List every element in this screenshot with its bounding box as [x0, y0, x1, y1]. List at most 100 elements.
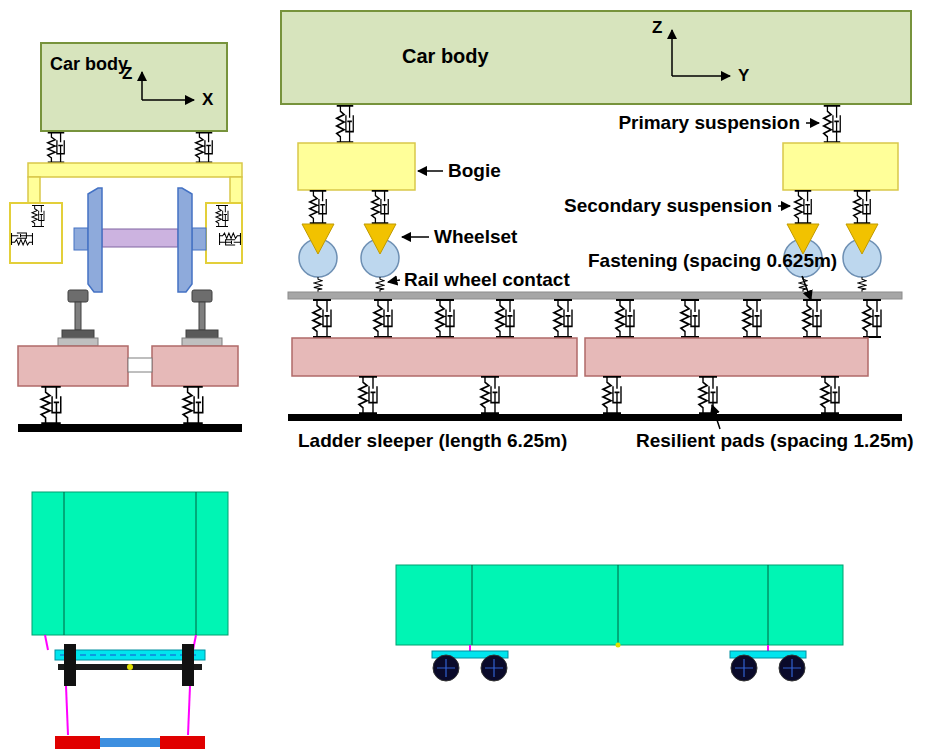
resilient-pad-symbol: [603, 376, 621, 414]
car-body-label: Car body: [50, 54, 128, 75]
fastening-symbol: [743, 299, 761, 338]
leader-arrow: [802, 276, 811, 300]
lateral-suspension-symbol: [11, 233, 33, 245]
axis-arrow: [671, 30, 673, 76]
axis-arrow: [141, 72, 143, 100]
secondary-suspension-symbol: [372, 190, 389, 224]
rail-pad: [58, 338, 98, 346]
fe-mesh-line: [472, 565, 473, 645]
axle-box-triangle: [364, 224, 396, 254]
bogie-label: Bogie: [448, 160, 501, 182]
contact-spring-symbol: [314, 277, 322, 292]
primary-suspension-symbol: [824, 105, 841, 143]
axle-box-triangle: [846, 224, 878, 254]
bogie-frame: [28, 163, 242, 177]
rail-foot: [62, 330, 94, 338]
fastening-symbol: [313, 299, 331, 338]
fe-mesh-line: [768, 565, 769, 645]
bogie-frame: [230, 177, 242, 203]
fastening-symbol: [436, 299, 454, 338]
contact-spring-symbol: [376, 277, 384, 292]
fe-mesh-line: [618, 565, 619, 645]
contact-spring-symbol: [858, 277, 866, 292]
axis-arrow: [142, 99, 194, 101]
suspension-label: Primary suspension: [618, 112, 800, 134]
resilient-pad-symbol: [183, 386, 203, 424]
resilient-pad-symbol: [359, 376, 377, 414]
sleeper: [152, 346, 238, 386]
fe-spring-element: [188, 686, 190, 735]
bogie-side-frame: [206, 203, 242, 263]
fe-axle: [58, 664, 202, 670]
fastening-label: Fastening (spacing 0.625m): [588, 250, 837, 272]
lateral-suspension-symbol: [219, 233, 241, 245]
axle-box-triangle: [302, 224, 334, 254]
axis-label: Z: [122, 64, 132, 84]
primary-suspension-symbol: [32, 205, 44, 227]
fe-car-body: [396, 565, 843, 645]
fastening-symbol: [681, 299, 699, 338]
bogie: [783, 143, 898, 190]
secondary-suspension-symbol: [310, 190, 327, 224]
axle: [102, 229, 178, 247]
bogie: [298, 143, 415, 190]
resilient-pad-symbol: [41, 386, 61, 424]
sleeper-label: Ladder sleeper (length 6.25m): [298, 430, 567, 452]
bogie-side-frame: [10, 203, 62, 263]
resilient-pad-symbol: [481, 376, 499, 414]
fastening-symbol: [863, 299, 881, 338]
ground: [18, 424, 242, 432]
fe-node-marker: [616, 643, 621, 648]
wheelset-label: Wheelset: [434, 226, 517, 248]
contact-label: Rail wheel contact: [404, 269, 570, 291]
fastening-symbol: [616, 299, 634, 338]
axle-box-triangle: [787, 224, 819, 254]
ladder-sleeper: [585, 338, 868, 376]
rail-web: [75, 302, 81, 330]
sleeper-tie-bar: [128, 358, 152, 372]
axis-arrows: [282, 12, 914, 107]
leader-arrow: [402, 236, 429, 238]
rail-pad: [182, 338, 222, 346]
fe-mesh-line: [64, 492, 65, 635]
ladder-sleeper: [292, 338, 577, 376]
primary-suspension-symbol: [196, 132, 213, 163]
fe-mesh-line: [60, 655, 200, 656]
primary-suspension-symbol: [48, 132, 65, 163]
ground: [288, 414, 902, 421]
fe-wheel: [182, 644, 194, 686]
resilient-pad-symbol: [821, 376, 839, 414]
fe-wheel: [64, 644, 76, 686]
fe-mesh-line: [196, 492, 197, 635]
fe-wheel-spokes: [437, 659, 801, 677]
fastening-symbol: [374, 299, 392, 338]
fe-node-marker: [127, 664, 133, 670]
car-body-label: Car body: [402, 45, 489, 68]
rail-foot: [186, 330, 218, 338]
rail-head: [192, 290, 212, 302]
primary-suspension-symbol: [216, 205, 228, 227]
fe-car-body: [32, 492, 228, 635]
rail-web: [199, 302, 205, 330]
pad-label: Resilient pads (spacing 1.25m): [636, 430, 914, 452]
fe-spring-element: [45, 635, 48, 650]
axis-label: Y: [738, 66, 749, 86]
primary-suspension-symbol: [337, 105, 354, 143]
leader-arrow: [712, 405, 720, 429]
leader-arrow: [778, 205, 790, 207]
axis-label: Z: [652, 18, 662, 38]
suspension-label: Secondary suspension: [564, 195, 772, 217]
bogie-frame: [28, 177, 40, 203]
sleeper: [18, 346, 128, 386]
car-body-box: Car bodyZX: [40, 42, 228, 132]
fe-sleeper: [55, 736, 100, 749]
rail-head: [68, 290, 88, 302]
secondary-suspension-symbol: [854, 190, 871, 224]
fe-sleeper: [160, 736, 205, 749]
secondary-suspension-symbol: [795, 190, 812, 224]
wheel: [178, 188, 192, 292]
leader-arrow: [388, 280, 400, 282]
car-body-box: Car body Z Y: [280, 10, 912, 105]
leader-arrow: [806, 122, 819, 124]
